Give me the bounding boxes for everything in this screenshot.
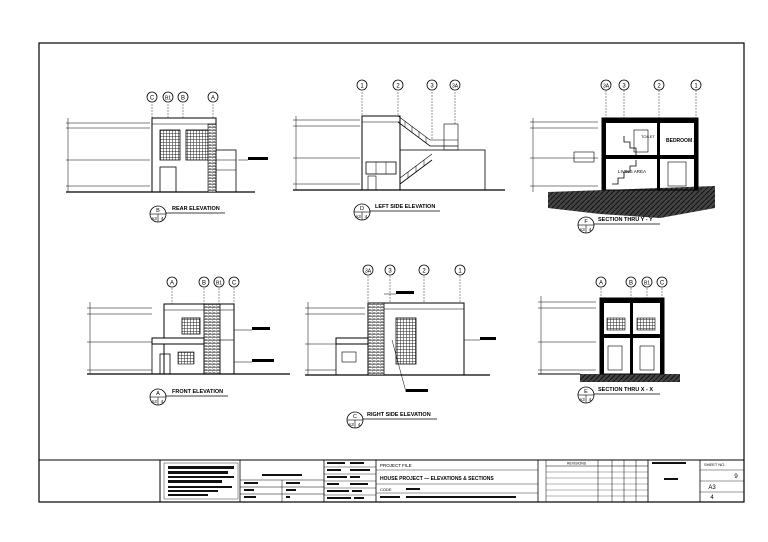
grid-label: C [232, 281, 237, 287]
svg-text:4: 4 [358, 422, 361, 427]
grid-label: A [599, 281, 603, 287]
grid-label: B [202, 281, 206, 287]
grid-label: 1 [458, 269, 462, 275]
sheet-no-label: SHEET NO. [704, 462, 726, 467]
project-file-label: PROJECT FILE [380, 463, 412, 468]
right-side-elevation: 3A 3 2 1 C A3 4 RIGHT SIDE ELEVATION [305, 264, 496, 429]
view-title: SECTION THRU X - X [598, 387, 653, 393]
grid-label: B [181, 96, 185, 102]
view-title: RIGHT SIDE ELEVATION [367, 412, 431, 418]
grid-label: 2 [396, 84, 400, 90]
rear-elevation: C B1 B A B A3 4 REAR ELEVATION [66, 91, 268, 223]
view-title: LEFT SIDE ELEVATION [375, 204, 435, 210]
svg-text:4: 4 [161, 216, 164, 221]
svg-text:4: 4 [161, 399, 164, 404]
svg-text:F: F [584, 219, 588, 225]
svg-text:4: 4 [365, 214, 368, 219]
svg-text:A3: A3 [579, 227, 585, 232]
grid-label: A [211, 96, 215, 102]
sheet-number: 9 [734, 474, 738, 480]
grid-label: 3A [365, 269, 372, 275]
grid-label: B1 [644, 281, 650, 287]
grid-label: B [629, 281, 633, 287]
sheet-num: 4 [710, 495, 714, 501]
sheet-code: A3 [708, 485, 716, 491]
room-label: TOILET [641, 134, 655, 139]
svg-text:C: C [353, 414, 357, 420]
grid-label: 3 [622, 84, 626, 90]
section-x-x: A B B1 C E A3 4 SECTION THRU X - X [538, 276, 680, 404]
view-tag: B A3 4 REAR ELEVATION [149, 205, 225, 223]
svg-text:A3: A3 [151, 399, 157, 404]
view-title: FRONT ELEVATION [172, 389, 223, 395]
grid-label: 3 [430, 84, 434, 90]
svg-text:A: A [156, 391, 160, 397]
grid-label: 3A [452, 84, 459, 90]
grid-bubbles: A B B1 C [166, 276, 240, 288]
view-title: SECTION THRU Y - Y [598, 217, 653, 223]
svg-text:D: D [360, 206, 364, 212]
grid-label: C [150, 96, 155, 102]
view-tag: A A3 4 FRONT ELEVATION [149, 388, 228, 406]
grid-bubbles: 3A 3 2 1 [362, 264, 466, 276]
grid-label: C [660, 281, 665, 287]
project-title: HOUSE PROJECT — ELEVATIONS & SECTIONS [380, 476, 494, 482]
view-title: REAR ELEVATION [172, 206, 220, 212]
grid-label: B1 [216, 281, 222, 287]
grid-bubbles: C B1 B A [146, 91, 219, 103]
grid-bubbles: 3A 3 2 1 [600, 79, 702, 91]
title-block: PROJECT FILE HOUSE PROJECT — ELEVATIONS … [39, 459, 745, 503]
grid-label: A [170, 281, 174, 287]
grid-label: 1 [694, 84, 698, 90]
svg-text:B: B [156, 208, 160, 214]
grid-label: B1 [165, 96, 171, 102]
svg-text:A3: A3 [355, 214, 361, 219]
svg-text:4: 4 [589, 397, 592, 402]
room-label: BEDROOM 2 [666, 138, 697, 144]
svg-text:A3: A3 [151, 216, 157, 221]
grid-label: 1 [360, 84, 364, 90]
view-tag: F A3 4 SECTION THRU Y - Y [577, 216, 660, 234]
grid-label: 2 [422, 269, 426, 275]
svg-text:A3: A3 [348, 422, 354, 427]
revisions-label: REVISIONS [567, 462, 587, 466]
view-tag: D A3 4 LEFT SIDE ELEVATION [353, 203, 440, 221]
front-elevation: A B B1 C A A3 4 FRONT ELEVATION [87, 276, 290, 406]
section-y-y: BEDROOM 2 TOILET LIVING AREA 3A 3 2 1 F … [530, 79, 715, 234]
left-side-elevation: 1 2 3 3A D A3 4 LEFT SIDE ELEVATION [293, 79, 505, 221]
svg-text:4: 4 [589, 227, 592, 232]
code-label: CODE [380, 487, 392, 492]
room-label: LIVING AREA [618, 169, 646, 174]
view-tag: C A3 4 RIGHT SIDE ELEVATION [346, 411, 437, 429]
grid-bubbles: A B B1 C [595, 276, 668, 288]
svg-text:A3: A3 [579, 397, 585, 402]
grid-label: 2 [657, 84, 661, 90]
view-tag: E A3 4 SECTION THRU X - X [577, 386, 660, 404]
grid-bubbles: 1 2 3 3A [356, 79, 461, 91]
grid-label: 3A [603, 84, 610, 90]
grid-label: 3 [388, 269, 392, 275]
svg-text:E: E [584, 389, 588, 395]
